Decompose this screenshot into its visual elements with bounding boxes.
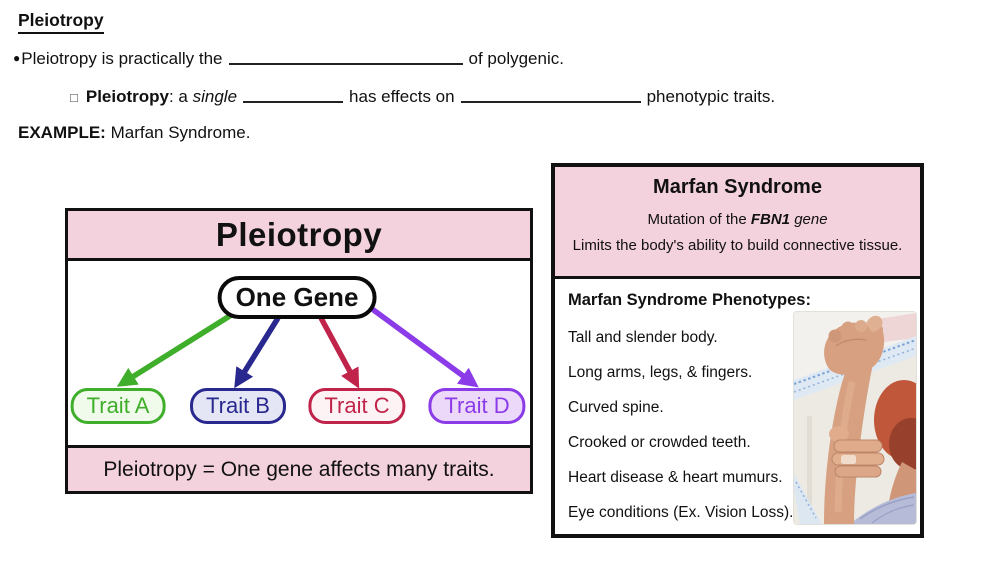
- note-line-2: □ Pleiotropy: a single has effects on pheno…: [70, 87, 775, 107]
- mutation-post: gene: [794, 211, 828, 228]
- phenotype-item: Tall and slender body.: [568, 329, 718, 346]
- phenotypes-heading: Marfan Syndrome Phenotypes:: [568, 291, 811, 309]
- square-bullet-icon: □: [70, 90, 78, 105]
- example-line: EXAMPLE: Marfan Syndrome.: [18, 123, 250, 143]
- phenotype-item: Curved spine.: [568, 399, 664, 416]
- blank-line: [243, 88, 344, 103]
- blank-line: [228, 50, 463, 65]
- note-line-2-term: Pleiotropy: [85, 87, 169, 106]
- fbn1-gene-label: FBN1: [750, 211, 791, 228]
- trait-c-node: Trait C: [308, 388, 406, 424]
- marfan-limits-line: Limits the body's ability to build conne…: [572, 237, 903, 254]
- page-title: Pleiotropy: [18, 10, 104, 34]
- phenotype-item: Long arms, legs, & fingers.: [568, 364, 753, 381]
- gene-to-trait-arrows: [116, 300, 479, 389]
- arrow-to-trait-b: [234, 316, 281, 389]
- arrow-to-trait-a: [116, 304, 246, 387]
- note-line-1-pre: Pleiotropy is practically the: [21, 49, 223, 68]
- pleiotropy-diagram-box: Pleiotropy One Gene Trait A Trait B Trai…: [65, 208, 533, 494]
- mutation-pre: Mutation of the: [647, 211, 747, 228]
- wrist-sign-photo: [794, 312, 916, 524]
- trait-a-node: Trait A: [70, 388, 166, 424]
- marfan-body: Marfan Syndrome Phenotypes: Tall and sle…: [555, 279, 920, 534]
- note-line-2-italic: single: [192, 87, 238, 106]
- note-line-2-post: phenotypic traits.: [646, 87, 776, 106]
- marfan-syndrome-box: Marfan Syndrome Mutation of the FBN1 gen…: [551, 163, 924, 538]
- phenotype-item: Crooked or crowded teeth.: [568, 434, 751, 451]
- marfan-mutation-line: Mutation of the FBN1 gene: [555, 211, 920, 229]
- arrow-to-trait-c: [318, 316, 360, 389]
- example-label: EXAMPLE:: [18, 123, 106, 142]
- note-line-2-mid2: has effects on: [349, 87, 455, 106]
- pleiotropy-caption: Pleiotropy = One gene affects many trait…: [68, 445, 530, 491]
- pleiotropy-diagram-area: One Gene Trait A Trait B Trait C Trait D: [68, 261, 530, 445]
- trait-d-node: Trait D: [428, 388, 526, 424]
- marfan-title: Marfan Syndrome: [653, 176, 822, 198]
- example-text: Marfan Syndrome.: [110, 123, 251, 142]
- blank-line: [460, 88, 641, 103]
- filled-bullet-icon: ●: [13, 51, 21, 65]
- phenotypes-list: Tall and slender body. Long arms, legs, …: [568, 328, 793, 538]
- phenotype-item: Eye conditions (Ex. Vision Loss).: [568, 504, 794, 521]
- note-line-2-mid1: : a: [168, 87, 188, 106]
- phenotype-item: Heart disease & heart mumurs.: [568, 469, 783, 486]
- marfan-header: Marfan Syndrome Mutation of the FBN1 gen…: [555, 167, 920, 279]
- note-line-1-post: of polygenic.: [468, 49, 564, 68]
- pleiotropy-box-title: Pleiotropy: [68, 211, 530, 261]
- arrow-to-trait-d: [362, 300, 479, 388]
- trait-b-node: Trait B: [190, 388, 286, 424]
- one-gene-node: One Gene: [217, 276, 377, 319]
- note-line-1: ●Pleiotropy is practically the of polygen…: [13, 49, 564, 69]
